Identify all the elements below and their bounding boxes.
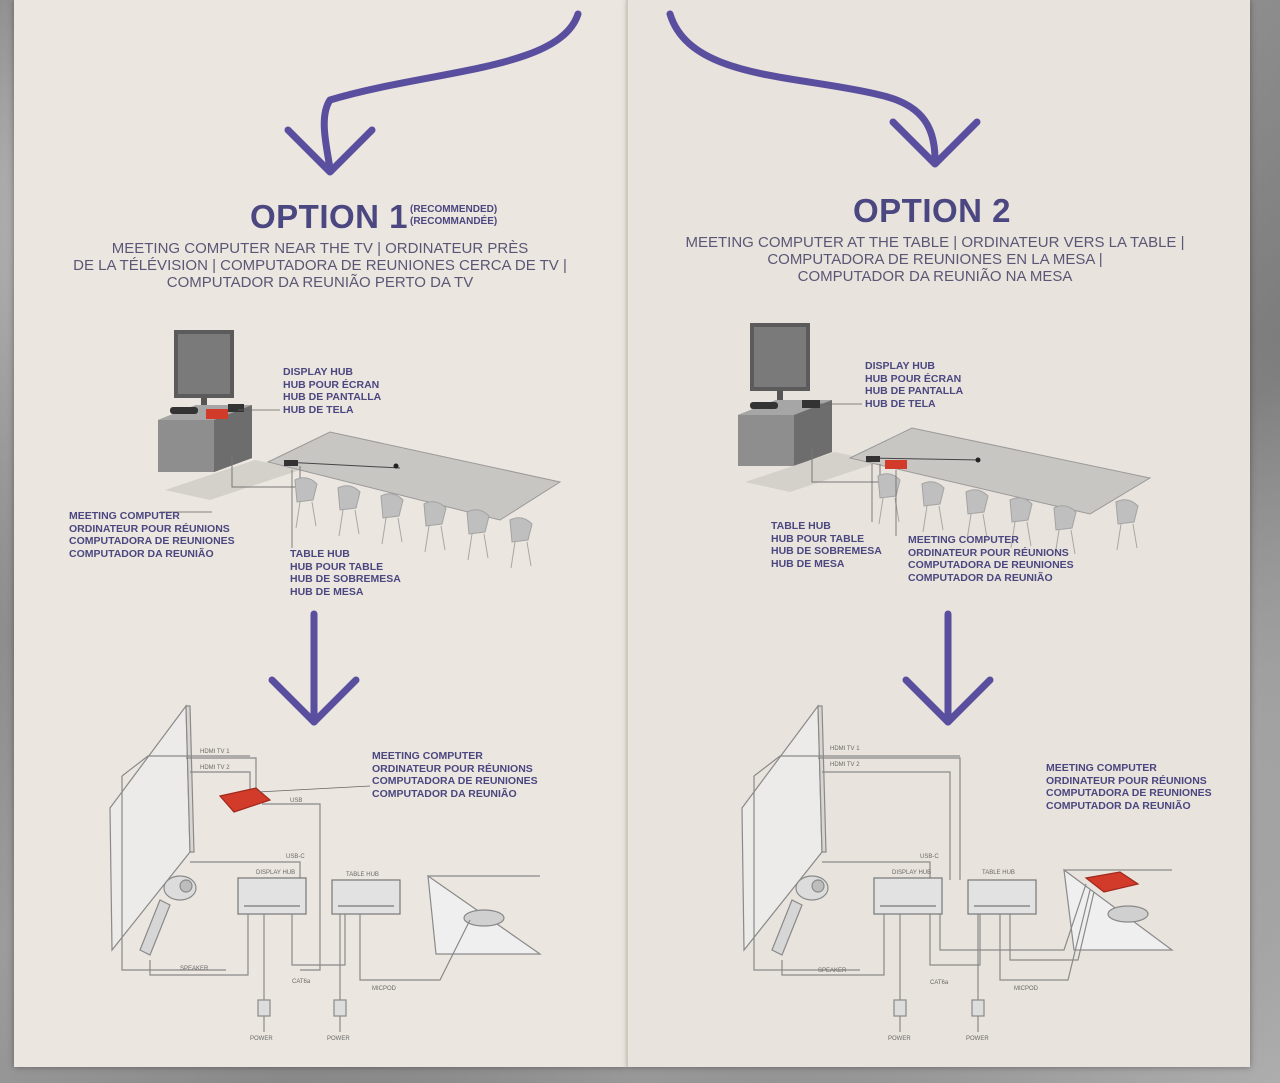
label-line: HUB POUR TABLE (290, 560, 384, 573)
label-line: HUB DE PANTALLA (283, 391, 382, 403)
label-line: COMPUTADORA DE REUNIONES (908, 559, 1074, 571)
power-label: POWER (888, 1036, 911, 1042)
option-2-table-hub-label: TABLE HUB HUB POUR TABLE HUB DE SOBREMES… (771, 520, 882, 570)
label-line: HUB DE SOBREMESA (771, 545, 882, 557)
usbc-label: USB-C (286, 854, 305, 860)
label-line: HUB POUR ÉCRAN (283, 378, 380, 391)
hdmi-tv1-label: HDMI TV 1 (830, 746, 860, 752)
table-hub-wiring-label: TABLE HUB (346, 872, 379, 878)
hdmi-tv2-label: HDMI TV 2 (200, 765, 230, 771)
label-line: COMPUTADOR DA REUNIÃO (908, 571, 1053, 584)
option-1-table-hub-label: TABLE HUB HUB POUR TABLE HUB DE SOBREMES… (290, 548, 401, 598)
option-1-meeting-computer-label: MEETING COMPUTER ORDINATEUR POUR RÉUNION… (69, 510, 235, 560)
label-line: COMPUTADORA DE REUNIONES (69, 535, 235, 547)
speaker-label: SPEAKER (818, 968, 847, 974)
label-line: MEETING COMPUTER (1046, 762, 1157, 774)
label-line: MEETING COMPUTER (908, 534, 1019, 546)
badge-line-en: (RECOMMENDED) (410, 204, 498, 215)
subtitle-line: COMPUTADOR DA REUNIÃO NA MESA (797, 268, 1073, 285)
label-line: ORDINATEUR POUR RÉUNIONS (69, 522, 230, 535)
cat6a-label: CAT6a (930, 980, 949, 986)
label-line: HUB DE SOBREMESA (290, 573, 401, 585)
label-line: TABLE HUB (290, 548, 350, 560)
label-line: HUB POUR TABLE (771, 532, 865, 545)
cat6a-label: CAT6a (292, 979, 311, 985)
subtitle-line: MEETING COMPUTER AT THE TABLE | ORDINATE… (685, 234, 1185, 251)
subtitle-line: COMPUTADOR DA REUNIÃO PERTO DA TV (166, 274, 474, 291)
speaker-label: SPEAKER (180, 966, 209, 972)
option-1-subtitle: MEETING COMPUTER NEAR THE TV | ORDINATEU… (60, 240, 580, 291)
label-line: ORDINATEUR POUR RÉUNIONS (1046, 774, 1207, 787)
label-line: HUB DE PANTALLA (865, 385, 964, 397)
label-line: COMPUTADOR DA REUNIÃO (372, 787, 517, 800)
option-2-title: OPTION 2 (853, 192, 1012, 229)
label-line: COMPUTADOR DA REUNIÃO (1046, 799, 1191, 812)
label-line: MEETING COMPUTER (69, 510, 180, 522)
hdmi-tv1-label: HDMI TV 1 (200, 749, 230, 755)
label-line: HUB DE MESA (771, 557, 845, 570)
usb-label: USB (290, 798, 303, 804)
option-2-display-hub-label: DISPLAY HUB HUB POUR ÉCRAN HUB DE PANTAL… (865, 360, 963, 410)
option-1-wiring-meeting-computer-label: MEETING COMPUTER ORDINATEUR POUR RÉUNION… (372, 750, 538, 800)
label-line: ORDINATEUR POUR RÉUNIONS (372, 762, 533, 775)
table-hub-wiring-label: TABLE HUB (982, 870, 1015, 876)
label-line: COMPUTADORA DE REUNIONES (372, 775, 538, 787)
label-line: DISPLAY HUB (283, 366, 354, 378)
label-line: ORDINATEUR POUR RÉUNIONS (908, 546, 1069, 559)
power-label: POWER (966, 1036, 989, 1042)
micpod-label: MICPOD (372, 986, 396, 992)
hdmi-tv2-label: HDMI TV 2 (830, 762, 860, 768)
subtitle-line: DE LA TÉLÉVISION | COMPUTADORA DE REUNIO… (73, 257, 567, 274)
subtitle-line: COMPUTADORA DE REUNIONES EN LA MESA | (767, 251, 1103, 268)
usbc-label: USB-C (920, 854, 939, 860)
label-line: HUB DE MESA (290, 585, 364, 598)
option-2-meeting-computer-label: MEETING COMPUTER ORDINATEUR POUR RÉUNION… (908, 534, 1074, 584)
label-line: DISPLAY HUB (865, 360, 936, 372)
label-line: HUB DE TELA (865, 397, 936, 410)
label-line: HUB DE TELA (283, 403, 354, 416)
label-line: TABLE HUB (771, 520, 831, 532)
option-2-wiring-meeting-computer-label: MEETING COMPUTER ORDINATEUR POUR RÉUNION… (1046, 762, 1212, 812)
label-line: COMPUTADORA DE REUNIONES (1046, 787, 1212, 799)
power-label: POWER (327, 1036, 350, 1042)
option-1-display-hub-label: DISPLAY HUB HUB POUR ÉCRAN HUB DE PANTAL… (283, 366, 381, 416)
display-hub-wiring-label: DISPLAY HUB (256, 870, 296, 876)
subtitle-line: MEETING COMPUTER NEAR THE TV | ORDINATEU… (111, 240, 529, 257)
display-hub-wiring-label: DISPLAY HUB (892, 870, 932, 876)
badge-line-fr: (RECOMMANDÉE) (410, 216, 498, 227)
option-1-recommended-badge: (RECOMMENDED) (RECOMMANDÉE) (410, 204, 497, 228)
option-1-title: OPTION 1 (250, 198, 409, 235)
option-2-subtitle: MEETING COMPUTER AT THE TABLE | ORDINATE… (670, 234, 1200, 285)
power-label: POWER (250, 1036, 273, 1042)
paper-fold (626, 0, 628, 1067)
label-line: MEETING COMPUTER (372, 750, 483, 762)
label-line: HUB POUR ÉCRAN (865, 372, 962, 385)
label-line: COMPUTADOR DA REUNIÃO (69, 547, 214, 560)
micpod-label: MICPOD (1014, 986, 1038, 992)
